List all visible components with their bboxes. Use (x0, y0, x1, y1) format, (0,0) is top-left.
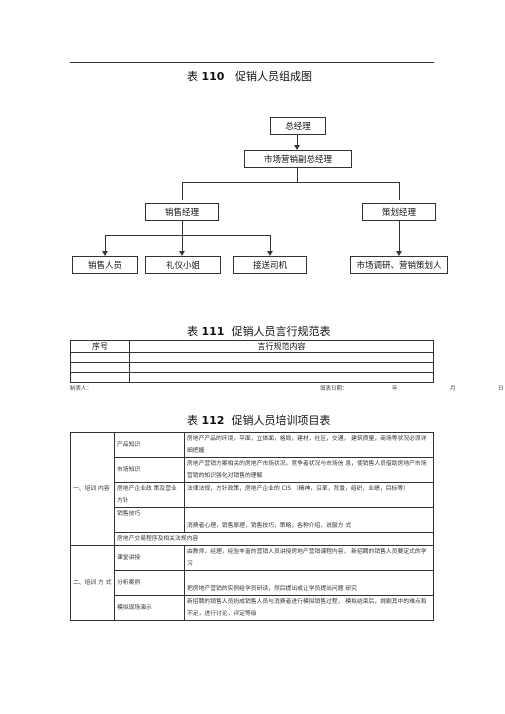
connector (297, 135, 298, 147)
org-staff-box: 市场调研、营销策划人 (350, 256, 448, 274)
desc-cell: 把房地产营销的实例给学员研读，然后提出或让学员提出问题 研究 (184, 570, 434, 596)
item-cell: 房地产企业政 策及营业方针 (114, 482, 185, 508)
connector (182, 182, 400, 183)
table-title-text: 促销人员培训项目表 (231, 414, 331, 427)
org-sales-manager-box: 销售经理 (145, 203, 219, 221)
item-cell: 模拟现场演示 (114, 595, 185, 621)
table111-footer: 制表人： 填表日期： 年 月 日 (70, 384, 504, 392)
item-cell: 分析案例 (114, 570, 185, 596)
arrow-icon (267, 251, 273, 256)
org-top-box: 总经理 (270, 117, 326, 135)
table-row: 一、培训 内容 产品知识 房地产产品的环境，平面，立体面，格局，建材，社区，交通… (70, 432, 434, 546)
footer-month: 月 (450, 386, 456, 392)
table-cell (129, 352, 434, 363)
connector (399, 221, 400, 253)
org-planning-manager-box: 策划经理 (362, 203, 436, 221)
connector (105, 235, 106, 253)
arrow-icon (102, 251, 108, 256)
desc-cell: 房地产产品的环境，平面，立体面，格局，建材，社区，交通， 建筑质量，商场等状况必… (184, 432, 434, 458)
arrow-icon (294, 145, 300, 150)
col-header-content: 言行规范内容 (129, 340, 434, 353)
item-cell: 市场知识 (114, 457, 185, 483)
desc-cell: 法律法规，方针政策，房地产企业的 CIS （精神，沿革，背景，组织，业绩，目标等… (184, 482, 434, 508)
table-cell (129, 372, 434, 383)
table-row: 销售技巧 消费者心理，销售原理，销售技巧，策略，各种介绍，说服方 式 (71, 507, 434, 533)
table-number: 110 (201, 70, 225, 83)
table-row: 分析案例 把房地产营销的实例给学员研读，然后提出或让学员提出问题 研究 (71, 570, 434, 596)
org-staff-box: 接送司机 (233, 256, 307, 274)
table-row: 房地产企业政 策及营业方针 法律法规，方针政策，房地产企业的 CIS （精神，沿… (71, 482, 434, 508)
connector (182, 221, 183, 235)
title-prefix: 表 (187, 70, 198, 83)
arrow-icon (396, 251, 402, 256)
table-row (70, 372, 434, 383)
org-staff-box: 销售人员 (72, 256, 138, 274)
table-row: 二、培训 方 式 课堂讲授 由教师，经理，经验丰富的营销人员讲授房地产营销课程内… (70, 545, 434, 621)
org-staff-box: 礼仪小姐 (145, 256, 221, 274)
desc-cell: 由教师，经理，经验丰富的营销人员讲授房地产营销课程内容， 新招聘的销售人员要定式… (184, 545, 434, 571)
group-label: 二、培训 方 式 (70, 545, 115, 621)
header-rule (70, 62, 434, 63)
span-cell: 房地产交易程序及相关法规内容 (114, 532, 434, 546)
desc-cell: 消费者心理，销售原理，销售技巧，策略，各种介绍，说服方 式 (184, 507, 434, 533)
table-title-text: 促销人员言行规范表 (231, 325, 331, 338)
table-number: 111 (201, 325, 225, 338)
desc-cell: 新招聘的销售人员扮成销售人员与消费者进行模拟销售过程， 模拟结束后，挑剔其中的难… (184, 595, 434, 621)
col-header-index: 序号 (70, 340, 130, 353)
table-row: 房地产交易程序及相关法规内容 (71, 532, 434, 546)
org-second-box: 市场营销副总经理 (244, 150, 352, 168)
table111-title: 表 111 促销人员言行规范表 (187, 323, 330, 339)
table-cell (70, 362, 130, 373)
desc-cell: 房地产营销方案相关的房地产市场状况，竞争者状况与市场信 息，使销售人员借助房地产… (184, 457, 434, 483)
table-row: 市场知识 房地产营销方案相关的房地产市场状况，竞争者状况与市场信 息，使销售人员… (71, 457, 434, 483)
table-row: 模拟现场演示 新招聘的销售人员扮成销售人员与消费者进行模拟销售过程， 模拟结束后… (71, 595, 434, 621)
footer-maker: 制表人： (70, 386, 93, 392)
table-row (70, 352, 434, 363)
connector (270, 235, 271, 253)
arrow-icon (179, 251, 185, 256)
connector (182, 182, 183, 200)
footer-year: 年 (392, 386, 398, 392)
footer-day: 日 (498, 386, 504, 392)
group-label: 一、培训 内容 (70, 432, 115, 546)
item-cell: 产品知识 (114, 432, 185, 458)
table112-title: 表 112 促销人员培训项目表 (187, 412, 330, 428)
connector (105, 235, 271, 236)
table110-title: 表 110 促销人员组成图 (187, 68, 312, 84)
table-number: 112 (201, 414, 225, 427)
table-title-text: 促销人员组成图 (234, 70, 312, 83)
table-cell (70, 352, 130, 363)
table-cell (129, 362, 434, 373)
connector (399, 182, 400, 200)
table-cell (70, 372, 130, 383)
footer-date: 填表日期： (320, 386, 348, 392)
table112: 一、培训 内容 产品知识 房地产产品的环境，平面，立体面，格局，建材，社区，交通… (70, 432, 434, 621)
title-prefix: 表 (187, 325, 198, 338)
item-cell: 课堂讲授 (114, 545, 185, 571)
connector (297, 168, 298, 182)
title-prefix: 表 (187, 414, 198, 427)
table-row (70, 362, 434, 373)
connector (182, 235, 183, 253)
table111: 序号 言行规范内容 (70, 340, 434, 383)
item-cell: 销售技巧 (114, 507, 185, 533)
